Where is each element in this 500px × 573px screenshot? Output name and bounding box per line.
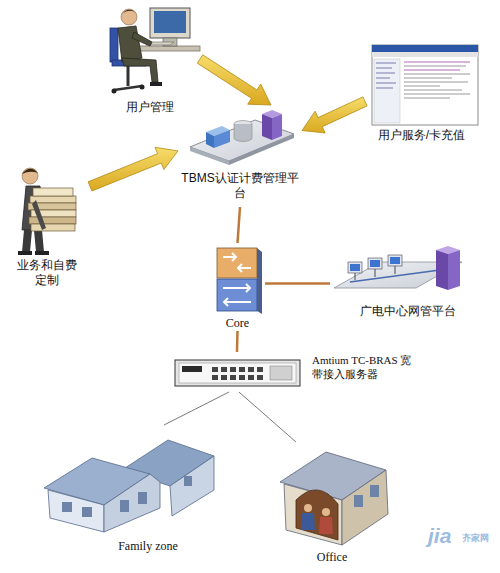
node-label: Family zone xyxy=(78,539,218,554)
user-service-node: 用户服务/卡充值 xyxy=(365,42,480,174)
billing-platform-icon xyxy=(190,110,294,165)
family-houses-icon xyxy=(44,440,214,532)
node-label: Amtium TC-BRAS 宽带接入服务器 xyxy=(312,354,418,382)
node-label: 广电中心网管平台 xyxy=(350,304,465,319)
node-label: 用户管理 xyxy=(100,100,200,115)
person-with-books-icon xyxy=(18,168,76,255)
node-label: Core xyxy=(210,316,265,331)
flow-arrow xyxy=(302,97,367,133)
network-management-icon xyxy=(334,246,462,290)
watermark-logo: jia xyxy=(428,524,451,548)
node-label: 用户服务/卡充值 xyxy=(375,128,468,143)
core-switch-icon xyxy=(217,248,262,314)
core-switch-node: Core xyxy=(210,243,265,331)
network-management-node: 广电中心网管平台 xyxy=(330,243,465,321)
office-node: Office xyxy=(272,442,392,568)
access-link xyxy=(239,392,296,442)
arrow-shape xyxy=(197,55,271,105)
software-window-icon xyxy=(372,45,478,125)
access-link xyxy=(164,392,229,425)
bras-node: Amtium TC-BRAS 宽带接入服务器 xyxy=(172,352,420,392)
flow-arrow xyxy=(197,55,271,105)
business-custom-node: 业务和自费定制 xyxy=(5,160,90,292)
office-building-icon xyxy=(280,452,388,545)
node-label: 业务和自费定制 xyxy=(13,258,81,288)
arrow-shape xyxy=(302,97,367,133)
bras-device-icon xyxy=(175,360,300,386)
billing-platform-node: TBMS认证计费管理平台 xyxy=(178,105,302,207)
link-line xyxy=(164,392,229,425)
node-label: TBMS认证计费管理平台 xyxy=(181,171,299,201)
network-link xyxy=(265,283,330,284)
link-line xyxy=(238,207,241,243)
user-at-computer-icon xyxy=(110,8,200,94)
network-link xyxy=(236,331,238,352)
flow-arrow xyxy=(88,147,178,191)
watermark-text: 齐家网 xyxy=(462,532,489,545)
link-line xyxy=(239,392,296,442)
link-line xyxy=(265,282,330,285)
arrow-shape xyxy=(88,147,178,191)
node-label: Office xyxy=(272,550,392,565)
network-link xyxy=(238,207,241,243)
user-management-node: 用户管理 xyxy=(100,0,200,118)
family-zone-node: Family zone xyxy=(38,425,218,557)
link-line xyxy=(236,331,239,352)
